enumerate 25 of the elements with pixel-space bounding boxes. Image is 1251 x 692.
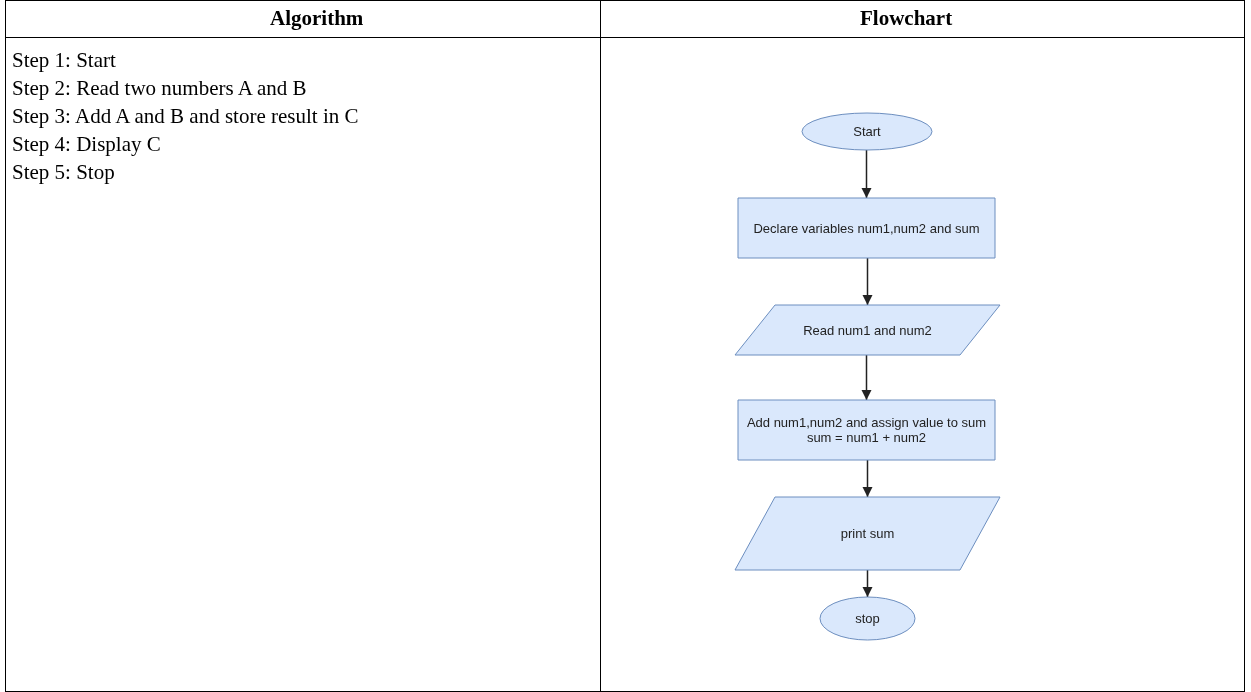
column-header: Flowchart [860, 6, 953, 31]
node-text: sum = num1 + num2 [806, 430, 927, 445]
input-output-parallelogram [735, 497, 1000, 570]
arrow [861, 354, 872, 401]
terminal-ellipse [802, 113, 932, 150]
algorithm-step: Step 3: Add A and B and store result in C [12, 104, 359, 129]
algorithm-step: Step 2: Read two numbers A and B [12, 76, 307, 101]
arrow [861, 149, 872, 199]
algorithm-step: Step 1: Start [12, 48, 116, 73]
algorithm-step: Step 4: Display C [12, 132, 161, 157]
node-text: Start [853, 124, 881, 139]
arrow [862, 459, 873, 498]
process-box [738, 400, 995, 460]
node-text: Add num1,num2 and assign value to sum [746, 415, 987, 430]
node-text: print sum [840, 526, 895, 541]
arrow [862, 257, 873, 306]
algorithm-step: Step 5: Stop [12, 160, 115, 185]
arrow [862, 569, 873, 598]
input-output-parallelogram [735, 305, 1000, 355]
node-text: stop [855, 611, 880, 626]
column-header: Algorithm [270, 6, 364, 31]
node-text: Declare variables num1,num2 and sum [753, 220, 980, 236]
terminal-ellipse [820, 597, 915, 640]
node-text: Read num1 and num2 [803, 322, 932, 338]
process-box [738, 198, 995, 258]
